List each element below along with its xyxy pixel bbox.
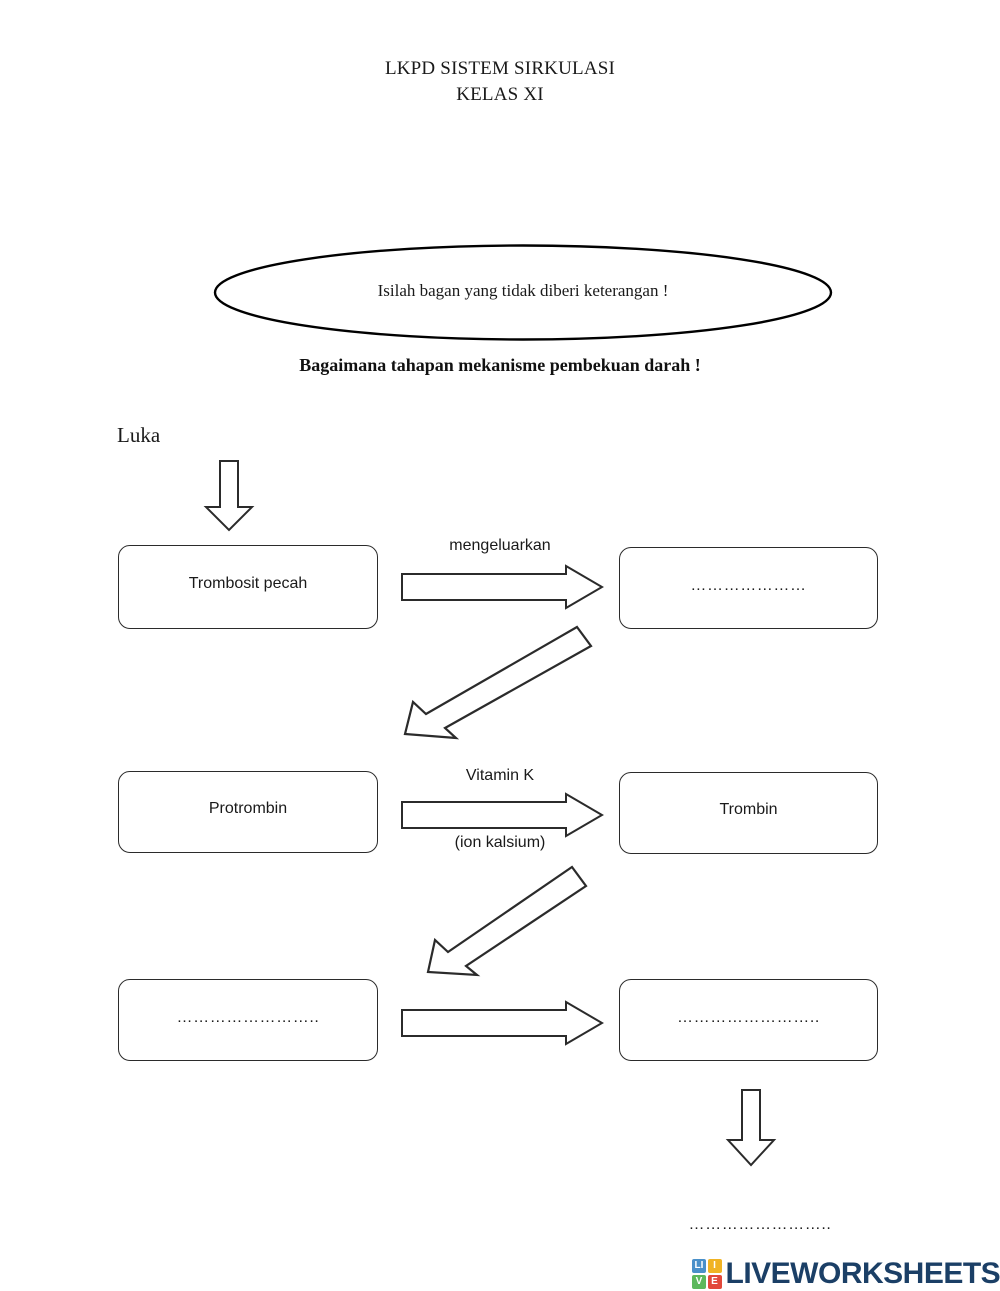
node-row3-left-blank[interactable]: ……………………..	[118, 979, 378, 1061]
node-protrombin-label: Protrombin	[208, 800, 288, 817]
logo-tile-e: E	[707, 1274, 722, 1289]
arrow-label-ion-kalsium: (ion kalsium)	[454, 834, 546, 851]
callout-oval	[213, 243, 833, 342]
liveworksheets-wordmark: LIVEWORKSHEETS	[725, 1257, 1000, 1290]
arrow-right-protrombin-to-trombin	[400, 792, 605, 843]
node-row3-right-blank-label: ……………………..	[677, 1009, 820, 1026]
node-row3-right-blank[interactable]: ……………………..	[619, 979, 878, 1061]
node-trombin: Trombin	[619, 772, 878, 854]
node-trombin-label: Trombin	[719, 801, 778, 818]
arrow-label-vitamin-k: Vitamin K	[465, 767, 535, 784]
node-trombosit-pecah-label: Trombosit pecah	[188, 575, 308, 592]
arrow-diagonal-blank-to-protrombin	[395, 622, 600, 747]
arrow-right-trombosit-to-blank	[400, 564, 605, 615]
document-title-line2: KELAS XI	[456, 84, 544, 105]
liveworksheets-tiles: LI I V E	[692, 1259, 722, 1289]
logo-tile-l: LI	[692, 1259, 706, 1274]
arrow-down-luka-to-trombosit	[196, 459, 262, 538]
arrow-down-to-final-blank	[718, 1088, 784, 1173]
document-title-line1: LKPD SISTEM SIRKULASI	[384, 58, 616, 79]
arrow-label-mengeluarkan: mengeluarkan	[449, 537, 551, 554]
document-title: LKPD SISTEM SIRKULASI KELAS XI	[0, 56, 1000, 108]
subtitle-question: Bagaimana tahapan mekanisme pembekuan da…	[299, 355, 701, 375]
node-row1-right-blank-label: …………………	[690, 577, 807, 594]
final-blank-line[interactable]: ……………………..	[688, 1216, 832, 1233]
arrow-right-row3	[400, 1000, 605, 1051]
node-row1-right-blank[interactable]: …………………	[619, 547, 878, 629]
flow-start-label: Luka	[117, 423, 161, 447]
arrow-diagonal-trombin-to-blank	[420, 862, 595, 982]
logo-tile-v: V	[692, 1274, 706, 1289]
liveworksheets-logo: LI I V E LIVEWORKSHEETS	[692, 1256, 1000, 1291]
node-protrombin: Protrombin	[118, 771, 378, 853]
node-row3-left-blank-label: ……………………..	[176, 1009, 320, 1026]
callout-text: Isilah bagan yang tidak diberi keteranga…	[377, 281, 669, 300]
logo-tile-i: I	[707, 1259, 722, 1274]
node-trombosit-pecah: Trombosit pecah	[118, 545, 378, 629]
